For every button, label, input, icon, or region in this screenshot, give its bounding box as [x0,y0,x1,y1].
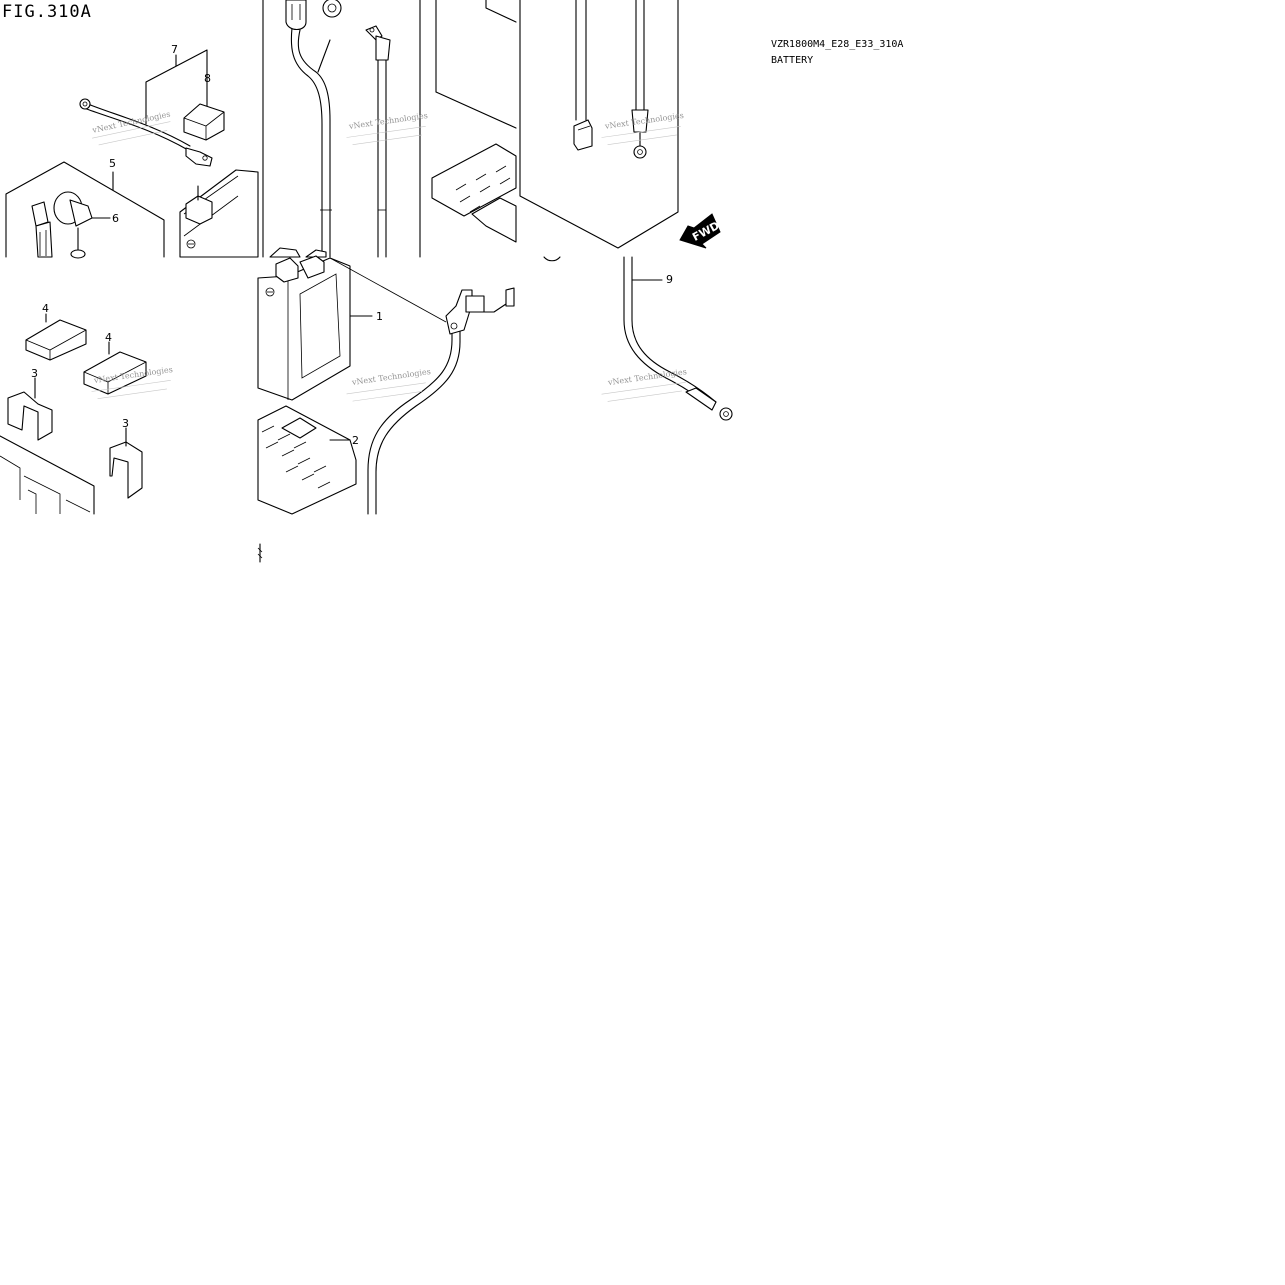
figure-label: FIG.310A [2,2,92,22]
tray-upper [431,143,517,217]
panel-top-left [5,49,259,259]
battery-top-partial [179,169,259,258]
callout-4a: 4 [42,302,49,315]
cable-lower [367,329,453,515]
watermarks: vNext Technologies vNext Technologies vN… [91,110,687,402]
watermark-6: vNext Technologies [606,367,687,387]
fwd-direction-arrow: FWD [679,213,722,249]
callout-4b: 4 [105,331,112,344]
panel-bottom-right [367,256,733,515]
panel-bottom-left [0,313,147,515]
callout-7: 7 [171,43,178,56]
callout-8: 8 [204,72,211,85]
section-title: BATTERY [771,55,813,66]
tray-2 [257,405,357,515]
panel-top-right [431,0,679,262]
box-outline-5 [5,161,165,258]
relay-6 [31,191,111,259]
bracket-3b [109,441,143,499]
cable-right [377,39,387,258]
pad-4b [83,351,147,395]
callout-2: 2 [352,434,359,447]
callout-9: 9 [666,273,673,286]
callout-3b: 3 [122,417,129,430]
callout-6: 6 [112,212,119,225]
terminal-cover-8 [183,103,225,141]
panel-bottom-middle [257,255,447,563]
cable-left [297,29,331,258]
battery-right [519,0,679,249]
model-code: VZR1800M4_E28_E33_310A [771,39,903,50]
callout-5: 5 [109,157,116,170]
bracket-3a [7,391,53,441]
panel-top-middle [262,0,421,258]
watermark-1: vNext Technologies [91,110,172,136]
watermark-5: vNext Technologies [350,367,431,387]
pad-4a [25,319,87,361]
watermark-2: vNext Technologies [347,111,428,131]
callout-1: 1 [376,310,383,323]
box-lower [0,435,95,515]
callout-numbers: 1 2 3 3 4 4 5 6 7 8 9 [31,43,673,447]
callout-3a: 3 [31,367,38,380]
